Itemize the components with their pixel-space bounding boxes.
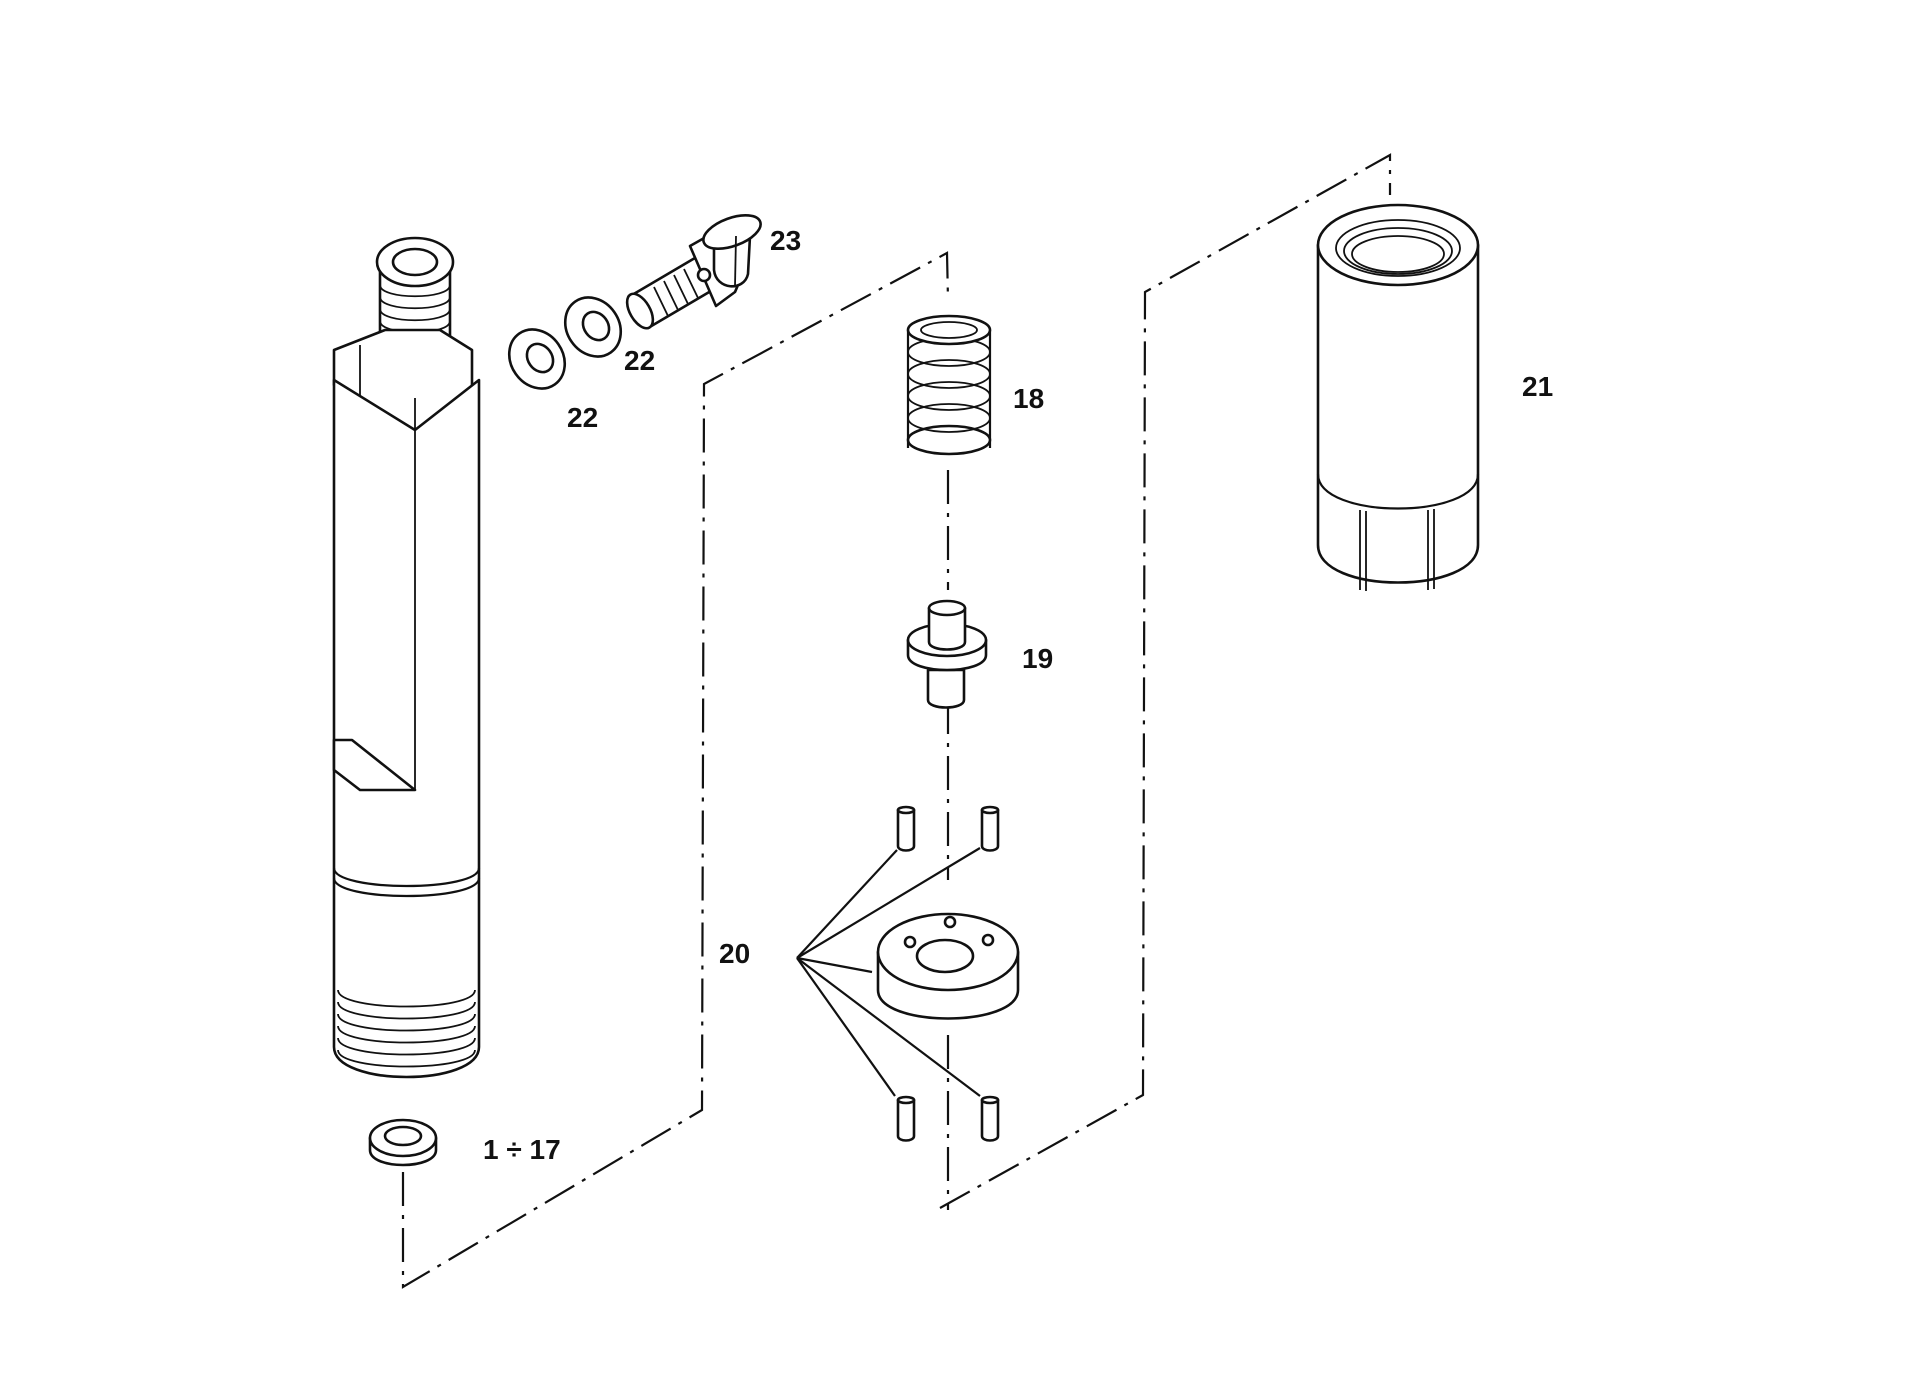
banjo-bolt-icon [625,214,762,330]
spindle-icon [906,599,988,709]
label-washer-upper: 22 [624,345,656,376]
label-nozzle-holder: 1 ÷ 17 [483,1134,561,1165]
leader-lines-20 [796,847,981,1097]
label-washer-lower: 22 [567,402,599,433]
label-spring: 18 [1013,383,1045,414]
dowel-pins-icon [896,805,1000,1142]
label-spindle: 19 [1022,643,1054,674]
sealing-washer-icon [368,1118,438,1167]
washer-22-lower [507,328,567,390]
intermediate-disc-icon [876,912,1020,1020]
assembly-chain-lines [401,153,1392,1289]
retaining-nut-icon [1316,203,1480,591]
nozzle-holder-body [332,236,481,1079]
label-intermediate-disc: 20 [719,938,751,969]
label-retaining-nut: 21 [1522,371,1554,402]
label-banjo-bolt: 23 [770,225,802,256]
washer-22-upper [563,296,623,358]
spring-icon [906,314,992,456]
